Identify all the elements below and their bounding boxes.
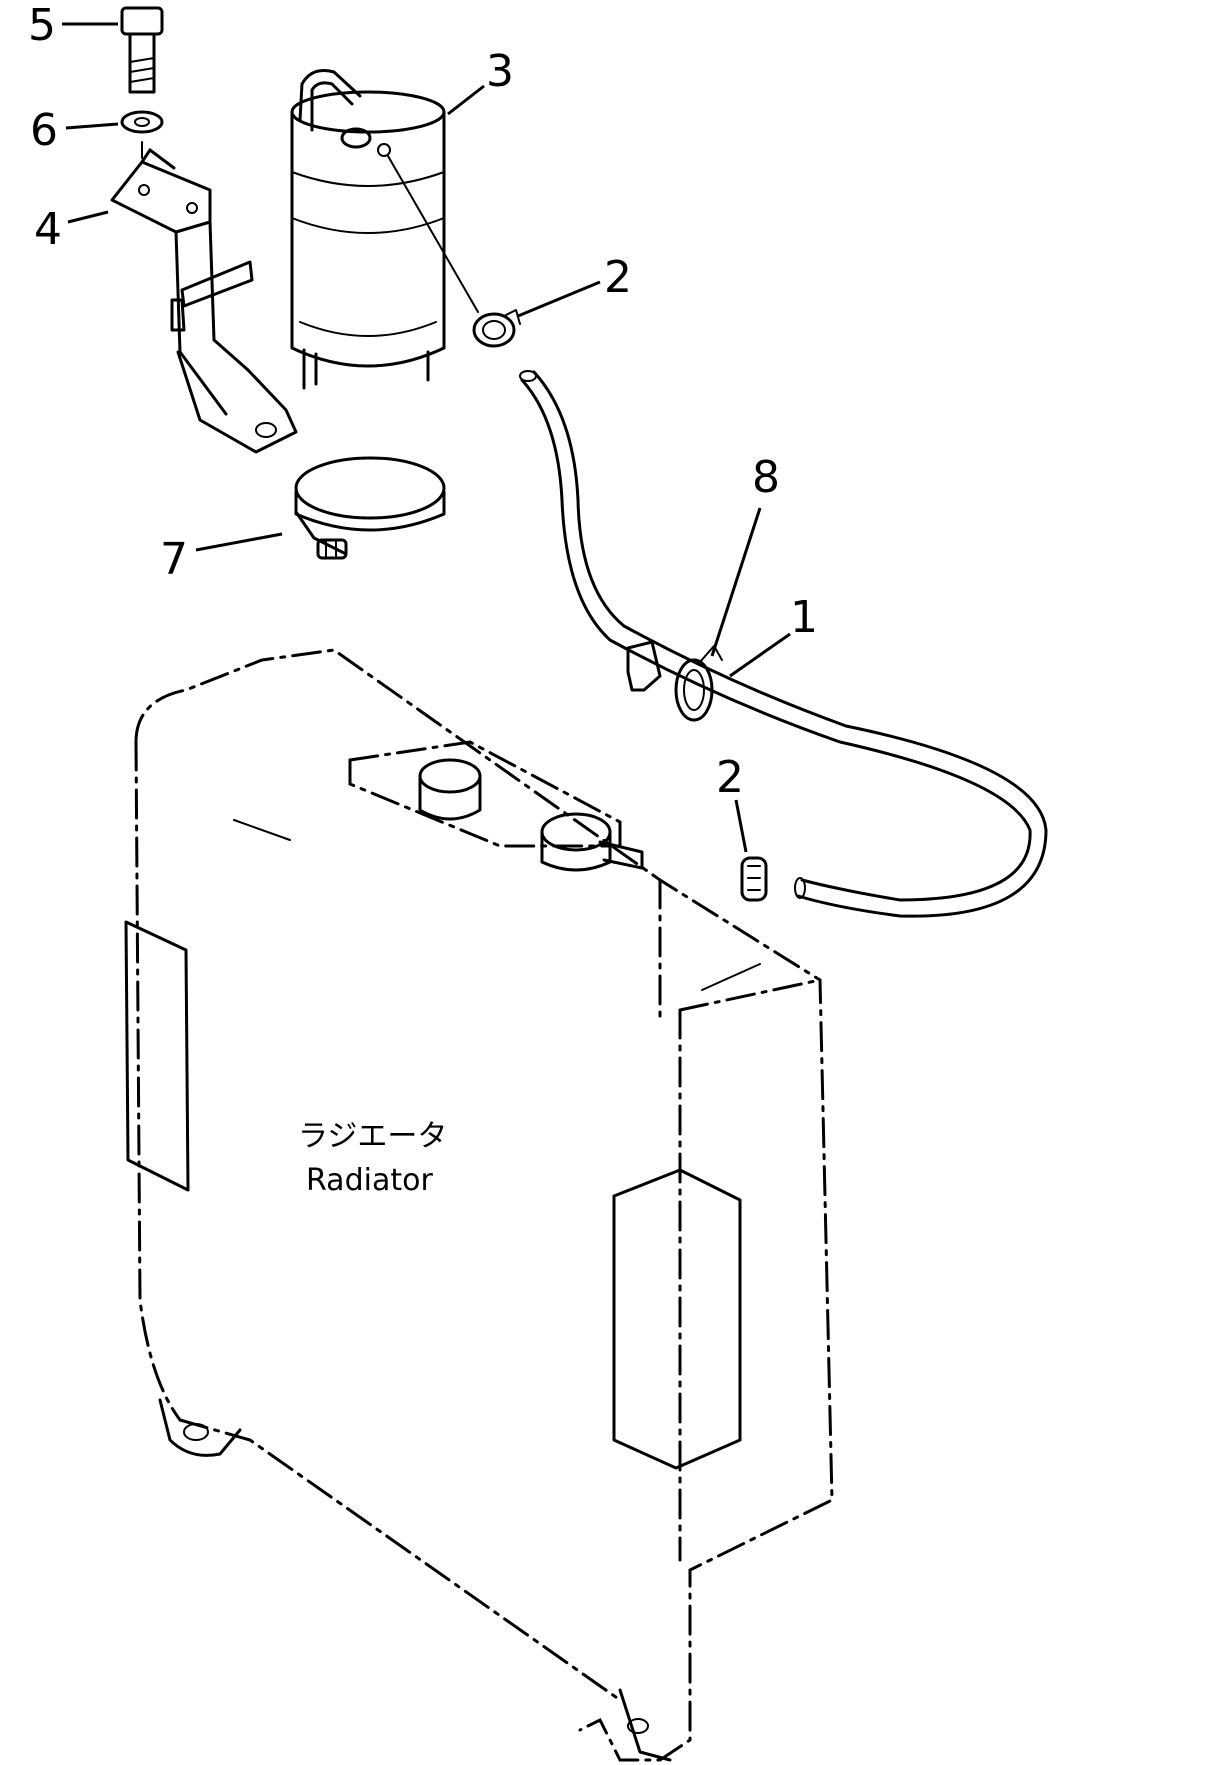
leader-6 (65, 122, 119, 130)
leader-1 (729, 632, 791, 678)
radiator-phantom (124, 648, 834, 1762)
callout-3: 3 (486, 46, 514, 97)
leader-4 (67, 210, 109, 224)
radiator-label-jp: ラジエータ (298, 1119, 447, 1154)
leader-2-lower (734, 799, 748, 853)
radiator-label-en: Radiator (306, 1163, 433, 1198)
callout-8: 8 (752, 452, 780, 503)
callout-2-upper: 2 (604, 252, 632, 303)
part-4-bracket[interactable] (110, 148, 298, 454)
part-2-clamp-upper[interactable] (472, 309, 521, 348)
part-3-reservoir-tank[interactable] (290, 69, 446, 390)
nozzle-guide-line (387, 155, 479, 313)
callout-7: 7 (160, 534, 188, 585)
part-1-hose[interactable] (519, 370, 1048, 918)
part-7-band-clamp[interactable] (294, 456, 446, 560)
leader-2-upper (517, 280, 601, 318)
part-5-bolt[interactable] (120, 6, 164, 94)
callout-6: 6 (30, 105, 58, 156)
callout-5: 5 (28, 0, 56, 51)
callout-4: 4 (34, 204, 62, 255)
leader-7 (195, 532, 283, 552)
callout-2-lower: 2 (716, 752, 744, 803)
leader-8 (710, 507, 762, 657)
part-2-clamp-lower[interactable] (740, 856, 768, 902)
part-6-washer[interactable] (120, 110, 164, 134)
leader-3 (447, 84, 485, 116)
callout-1: 1 (790, 592, 818, 643)
